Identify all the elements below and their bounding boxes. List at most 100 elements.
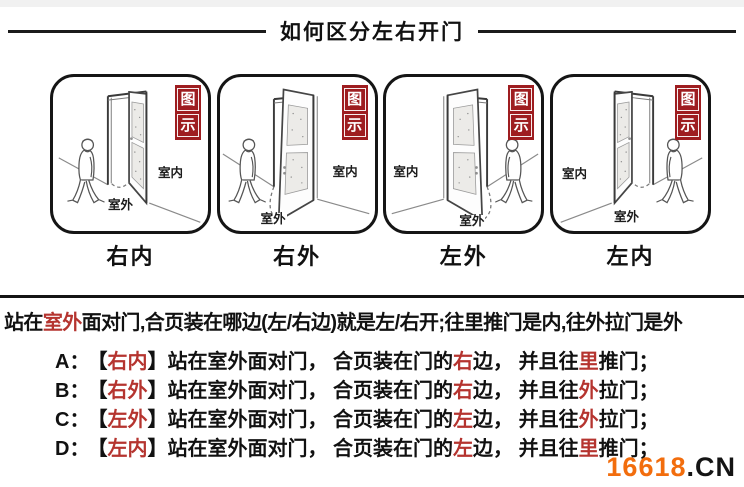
badge-char-bottom: 示 [343, 114, 366, 137]
outdoor-label: 室外 [259, 212, 287, 227]
rule-body: 推门； [598, 438, 659, 460]
bracket-open: 【 [97, 380, 108, 402]
panel-left-outward: 室内 室外 图 示 [383, 74, 545, 234]
door-handle [475, 166, 479, 169]
person-figure [495, 138, 533, 204]
door-handle [628, 137, 631, 140]
title-rule-left [8, 29, 266, 33]
door-handle [130, 137, 133, 140]
bracket-open: 【 [97, 409, 108, 431]
person-figure [656, 138, 694, 204]
bracket-close: 】 [147, 438, 168, 460]
logo-number: 16618 [606, 452, 687, 482]
hinge-side: 右 [453, 351, 474, 373]
door-diagram-right-outward [222, 88, 370, 222]
indoor-label: 室内 [560, 167, 588, 182]
rule-line-b: B： 【右外】站在室外面对门， 合页装在门的右边， 并且往外拉门； [55, 377, 659, 406]
indoor-label: 室内 [331, 165, 359, 180]
bracket-close: 】 [147, 380, 168, 402]
top-edge-strip [0, 0, 744, 7]
rule-letter: D： [55, 438, 90, 460]
summary-pre: 站在 [4, 312, 43, 334]
panel-right-outward: 室内 室外 图 示 [216, 74, 378, 234]
rule-tag: 左外 [107, 409, 148, 431]
door-diagram-right-inward [58, 90, 201, 223]
rule-body: 推门； [598, 351, 659, 373]
rule-body: 站在室外面对门， 合页装在门的 [167, 409, 454, 431]
rule-tag: 左内 [107, 438, 148, 460]
rule-letter: B： [55, 380, 90, 402]
swing-arc [631, 181, 650, 188]
rule-body: 站在室外面对门， 合页装在门的 [167, 380, 454, 402]
rule-body: 边， 并且往 [473, 409, 579, 431]
door-handle-lower [475, 171, 479, 175]
rule-tag: 右外 [107, 380, 148, 402]
glass-speckles [619, 109, 627, 180]
outdoor-label: 室外 [458, 214, 486, 229]
swing-arc [111, 181, 130, 188]
legend-badge: 图 示 [674, 85, 701, 140]
rule-body: 边， 并且往 [473, 438, 579, 460]
rule-body: 拉门； [598, 380, 659, 402]
door-diagram-left-inward [560, 90, 703, 223]
person-figure [228, 138, 266, 204]
title-row: 如何区分左右开门 [8, 17, 736, 45]
legend-badge: 图 示 [175, 85, 201, 140]
title-rule-right [478, 29, 736, 33]
badge-char-bottom: 示 [177, 114, 199, 137]
rule-letter: C： [55, 409, 90, 431]
summary-highlight: 室外 [42, 312, 82, 334]
site-logo: 16618.CN [606, 452, 736, 483]
rule-body: 站在室外面对门， 合页装在门的 [167, 438, 454, 460]
caption-right-outward: 右外 [273, 244, 322, 269]
caption-right-inward: 右内 [106, 244, 155, 269]
hinge-side: 左 [453, 409, 474, 431]
swing-direction: 里 [578, 351, 599, 373]
legend-badge: 图 示 [508, 85, 535, 140]
glass-speckles [290, 112, 304, 184]
diagram-panels: 室内 室外 图 示 [50, 74, 711, 234]
rule-list: A：【右内】站在室外面对门， 合页装在门的右边， 并且往里推门； B：【右外】站… [55, 348, 659, 464]
badge-char-top: 图 [177, 88, 199, 111]
rule-letter: A： [55, 351, 90, 373]
bracket-close: 】 [147, 409, 168, 431]
panel-right-inward: 室内 室外 图 示 [50, 74, 211, 234]
swing-direction: 外 [578, 380, 599, 402]
bracket-open: 【 [97, 351, 108, 373]
outdoor-label: 室外 [107, 198, 135, 213]
panel-captions: 右内 右外 左外 左内 [50, 239, 711, 271]
page-title: 如何区分左右开门 [280, 21, 464, 44]
badge-char-top: 图 [676, 88, 699, 111]
panel-left-inward: 室内 室外 图 示 [549, 74, 711, 234]
outdoor-label: 室外 [612, 210, 640, 225]
indoor-label: 室内 [157, 166, 185, 181]
person-figure [67, 138, 105, 204]
caption-left-outward: 左外 [439, 244, 488, 269]
door-handle [282, 166, 286, 169]
swing-direction: 里 [578, 438, 599, 460]
hinge-side: 左 [453, 438, 474, 460]
swing-direction: 外 [578, 409, 599, 431]
door-diagram-left-outward [391, 88, 539, 222]
rule-tag: 右内 [107, 351, 148, 373]
badge-char-bottom: 示 [676, 114, 699, 137]
badge-char-top: 图 [510, 88, 533, 111]
section-divider [0, 295, 744, 298]
bracket-open: 【 [97, 438, 108, 460]
indoor-label: 室内 [392, 165, 420, 180]
logo-suffix: .CN [686, 452, 736, 482]
summary-post: 面对门,合页装在哪边(左/右边)就是左/右开;往里推门是内,往外拉门是外 [81, 312, 683, 334]
hinge-side: 右 [453, 380, 474, 402]
rule-body: 边， 并且往 [473, 380, 579, 402]
legend-badge: 图 示 [341, 85, 368, 140]
summary-sentence: 站在室外面对门,合页装在哪边(左/右边)就是左/右开;往里推门是内,往外拉门是外 [4, 306, 683, 335]
badge-char-bottom: 示 [510, 114, 533, 137]
rule-body: 站在室外面对门， 合页装在门的 [167, 351, 454, 373]
rule-line-c: C：【左外】站在室外面对门， 合页装在门的左边， 并且往外拉门； [55, 406, 659, 435]
glass-speckles [134, 109, 142, 180]
caption-left-inward: 左内 [606, 244, 655, 269]
door-handle-lower [282, 171, 286, 175]
bracket-close: 】 [147, 351, 168, 373]
badge-char-top: 图 [343, 88, 366, 111]
